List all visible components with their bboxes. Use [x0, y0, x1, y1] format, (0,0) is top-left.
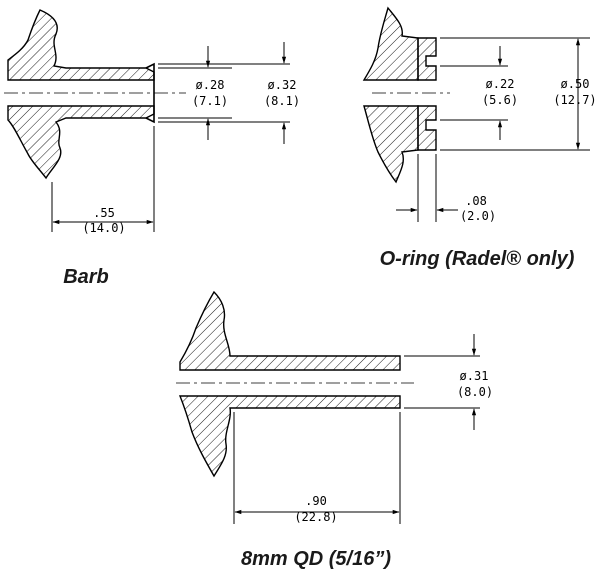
oring-inner-dia: ø.22: [486, 77, 515, 91]
barb-length-mm: (14.0): [82, 221, 125, 235]
oring-thickness: .08: [465, 194, 487, 208]
qd-dia-mm: (8.0): [457, 385, 493, 399]
oring-caption: O-ring (Radel® only): [380, 248, 575, 270]
oring-thickness-mm: (2.0): [460, 209, 496, 223]
barb-caption: Barb: [63, 266, 109, 288]
barb-outer-dia-mm: (8.1): [264, 94, 300, 108]
qd-upper-section: [179, 290, 401, 371]
oring-upper-section: [362, 6, 419, 81]
qd-length-mm: (22.8): [294, 510, 337, 524]
qd-length: .90: [305, 494, 327, 508]
barb-length: .55: [93, 206, 115, 220]
barb-inner-dia: ø.28: [196, 78, 225, 92]
barb-fitting-drawing: [4, 9, 290, 232]
oring-outer-dia: ø.50: [561, 77, 590, 91]
barb-upper-section: [7, 9, 155, 81]
oring-lower-section: [363, 105, 419, 184]
oring-outer-dia-mm: (12.7): [553, 93, 596, 107]
qd-fitting-drawing: [176, 290, 480, 524]
barb-inner-dia-mm: (7.1): [192, 94, 228, 108]
barb-outer-dia: ø.32: [268, 78, 297, 92]
qd-dia: ø.31: [460, 369, 489, 383]
qd-lower-section: [178, 395, 401, 478]
oring-inner-dia-mm: (5.6): [482, 93, 518, 107]
oring-fitting-drawing: [362, 6, 590, 222]
qd-caption: 8mm QD (5/16”): [241, 548, 391, 570]
barb-lower-section: [7, 105, 155, 180]
